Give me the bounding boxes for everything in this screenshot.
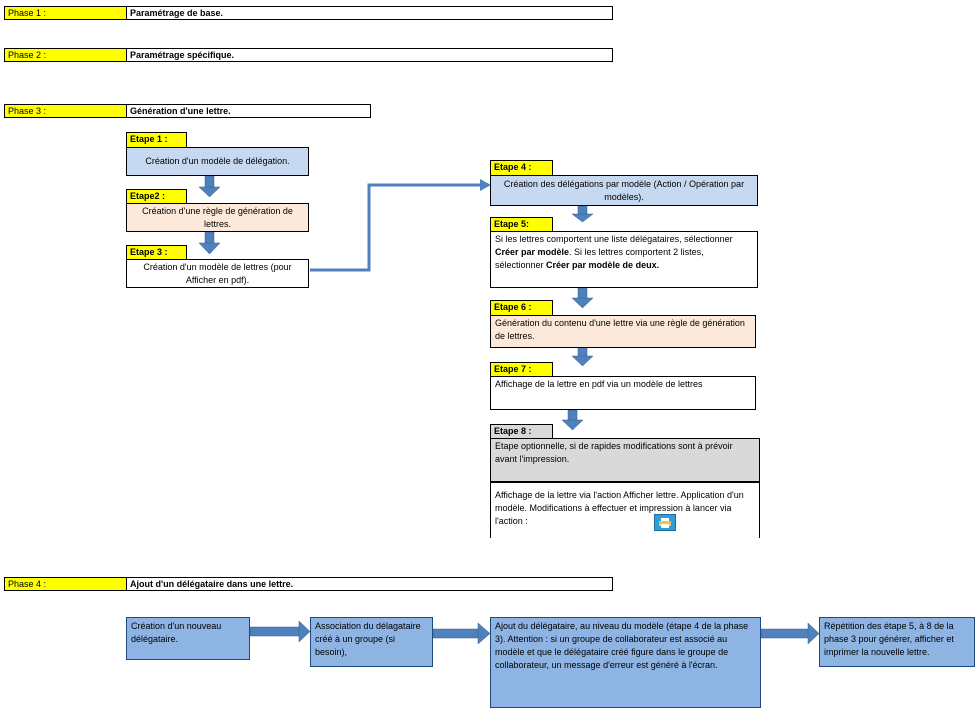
etape-8-top-box: Etape optionnelle, si de rapides modific… — [490, 438, 760, 482]
etape-5-box: Si les lettres comportent une liste délé… — [490, 231, 758, 288]
arrow-p4-2-3 — [432, 622, 491, 645]
arrow-p4-3-4 — [760, 622, 820, 645]
etape-3-box: Création d'un modèle de lettres (pour Af… — [126, 259, 309, 288]
phase-4-box-3: Ajout du délégataire, au niveau du modèl… — [490, 617, 761, 708]
etape-1-box: Création d'un modèle de délégation. — [126, 147, 309, 176]
etape-6-box: Génération du contenu d'une lettre via u… — [490, 315, 756, 348]
arrow-etape1-etape2 — [198, 175, 221, 198]
phase-2-title: Paramétrage spécifique. — [126, 48, 613, 62]
phase-4-label: Phase 4 : — [4, 577, 126, 591]
phase-4-title: Ajout d'un délégataire dans une lettre. — [126, 577, 613, 591]
arrow-p4-1-2 — [249, 620, 311, 643]
etape-4-box: Création des délégations par modèle (Act… — [490, 175, 758, 206]
etape-7-box: Affichage de la lettre en pdf via un mod… — [490, 376, 756, 410]
etape-5-text-2: . Si les lettres comportent 2 listes, sé… — [495, 247, 704, 270]
etape-8-bottom-text: Affichage de la lettre via l'action Affi… — [495, 490, 744, 526]
phase-3-title: Génération d'une lettre. — [126, 104, 371, 118]
etape-6-label: Etape 6 : — [490, 300, 553, 315]
etape-4-label: Etape 4 : — [490, 160, 553, 175]
etape-8-label: Etape 8 : — [490, 424, 553, 439]
etape-5-bold-2: Créer par modèle de deux. — [546, 260, 660, 270]
etape-7-label: Etape 7 : — [490, 362, 553, 376]
phase-2-label: Phase 2 : — [4, 48, 126, 62]
etape-5-label: Etape 5: — [490, 217, 553, 231]
arrow-etape7-etape8 — [561, 409, 584, 431]
etape-8-bottom-box: Affichage de la lettre via l'action Affi… — [490, 482, 760, 538]
arrow-etape6-etape7 — [571, 345, 594, 367]
etape-2-label: Etape2 : — [126, 189, 187, 203]
arrow-etape2-etape3 — [198, 231, 221, 255]
etape-5-text-1: Si les lettres comportent une liste délé… — [495, 234, 733, 244]
phase-1-title: Paramétrage de base. — [126, 6, 613, 20]
phase-3-label: Phase 3 : — [4, 104, 126, 118]
phase-1-label: Phase 1 : — [4, 6, 126, 20]
phase-4-box-1: Création d'un nouveau délégataire. — [126, 617, 250, 660]
etape-5-bold-1: Créer par modèle — [495, 247, 570, 257]
etape-3-label: Etape 3 : — [126, 245, 187, 259]
etape-2-box: Création d'une règle de génération de le… — [126, 203, 309, 232]
arrow-etape3-etape4 — [310, 179, 491, 272]
phase-4-box-4: Répétition des étape 5, à 8 de la phase … — [819, 617, 975, 667]
etape-1-label: Etape 1 : — [126, 132, 187, 147]
arrow-etape4-etape5 — [571, 205, 594, 223]
phase-4-box-2: Association du délagataire créé à un gro… — [310, 617, 433, 667]
arrow-etape5-etape6 — [571, 287, 594, 309]
print-icon[interactable] — [654, 514, 676, 531]
